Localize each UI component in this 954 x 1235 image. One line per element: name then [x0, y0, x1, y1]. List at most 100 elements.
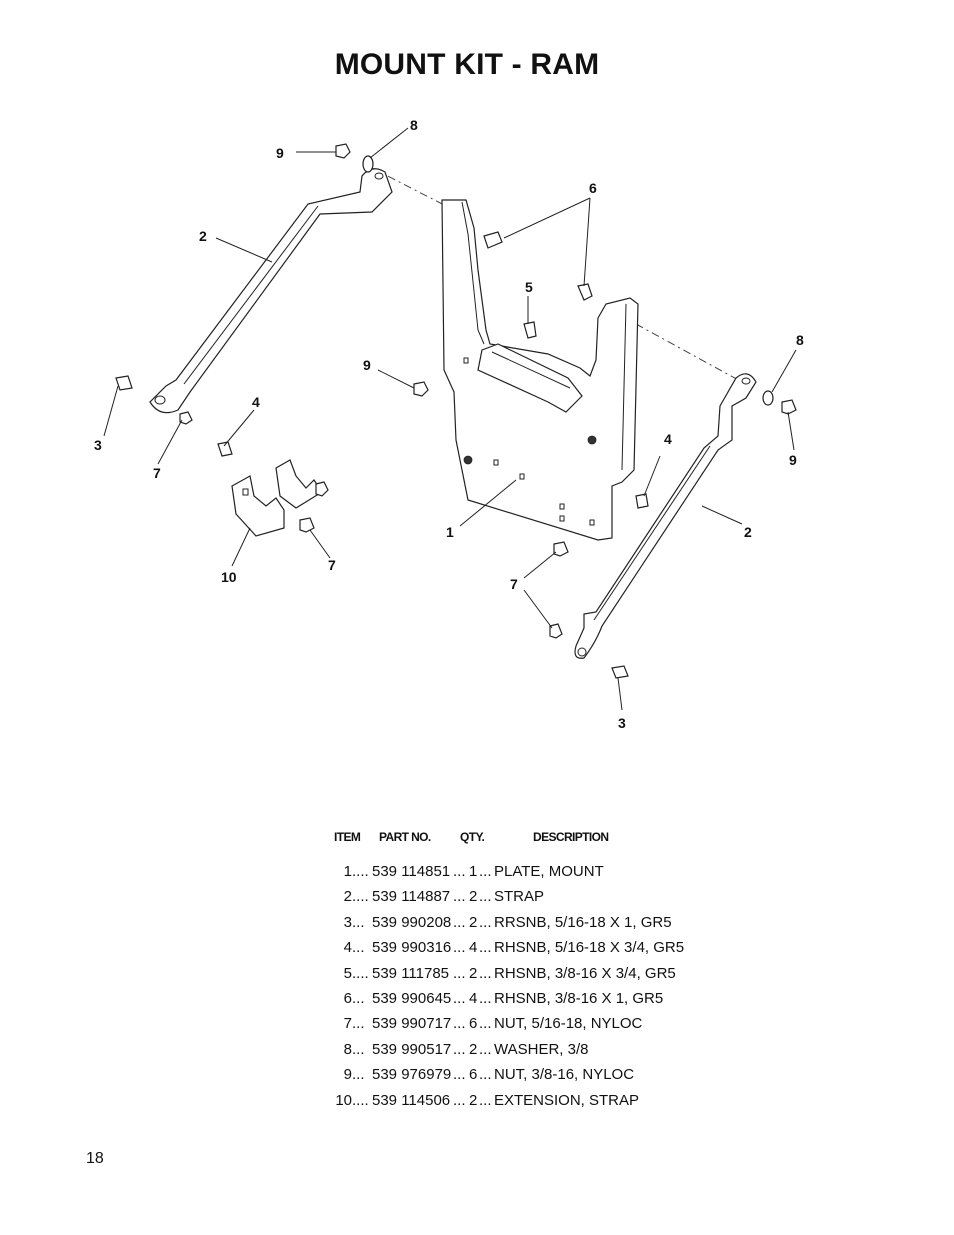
callout-label: 10 [221, 569, 237, 585]
leader-dots: ... [479, 1015, 492, 1033]
leader-dots: ... [479, 939, 492, 957]
item-number: 6 [343, 989, 352, 1007]
strap-extension-part [231, 459, 323, 537]
table-row: 1....539 114851...1...PLATE, MOUNT [332, 863, 752, 888]
leader-dots: ... [453, 913, 466, 931]
callout-label: 5 [525, 279, 533, 295]
item-number: 2 [343, 888, 352, 906]
description: RHSNB, 5/16-18 X 3/4, GR5 [494, 939, 685, 957]
quantity: 2 [469, 1091, 478, 1109]
quantity: 2 [469, 964, 478, 982]
callout-leader-lines [103, 127, 797, 711]
leader-dots: ... [453, 1040, 466, 1058]
callout-label: 7 [328, 557, 336, 573]
hardware-fasteners [115, 143, 797, 679]
callout-label: 9 [789, 452, 797, 468]
leader-dots: ... [352, 913, 365, 931]
item-number: 9 [343, 1066, 352, 1084]
item-number: 10 [335, 1091, 352, 1109]
description: RRSNB, 5/16-18 X 1, GR5 [494, 913, 672, 931]
leader-dots: ... [479, 989, 492, 1007]
part-number: 539 990717 [372, 1015, 452, 1033]
callout-label: 8 [410, 117, 418, 133]
description: NUT, 5/16-18, NYLOC [494, 1015, 643, 1033]
table-row: 8...539 990517...2...WASHER, 3/8 [332, 1041, 752, 1066]
callout-label: 7 [153, 465, 161, 481]
part-number: 539 114506 [372, 1091, 451, 1109]
leader-dots: ... [352, 939, 365, 957]
leader-dots: ... [479, 1040, 492, 1058]
table-row: 4...539 990316...4...RHSNB, 5/16-18 X 3/… [332, 939, 752, 964]
leader-dots: .... [352, 964, 369, 982]
leader-dots: ... [352, 1015, 365, 1033]
table-row: 10....539 114506...2...EXTENSION, STRAP [332, 1092, 752, 1117]
exploded-parts-diagram: 8 9 6 2 5 9 8 3 7 4 4 9 1 2 10 7 7 3 [94, 117, 804, 731]
leader-dots: ... [453, 1066, 466, 1084]
leader-dots: ... [479, 888, 492, 906]
item-number: 4 [343, 939, 352, 957]
callout-label: 6 [589, 180, 597, 196]
quantity: 2 [469, 888, 478, 906]
leader-dots: ... [453, 989, 466, 1007]
item-number: 5 [343, 964, 352, 982]
column-header-description: DESCRIPTION [533, 830, 609, 844]
leader-dots: ... [352, 989, 365, 1007]
quantity: 1 [469, 863, 478, 880]
mount-plate-part [441, 199, 639, 541]
page-title: MOUNT KIT - RAM [334, 48, 600, 81]
column-header-part-no: PART NO. [379, 830, 431, 844]
assembly-line-right [635, 323, 743, 383]
page-number: 18 [86, 1150, 104, 1167]
item-number: 8 [343, 1040, 352, 1058]
item-number: 1 [343, 863, 352, 880]
quantity: 6 [469, 1015, 478, 1033]
table-row: 9...539 976979...6...NUT, 3/8-16, NYLOC [332, 1066, 752, 1091]
leader-dots: ... [352, 1040, 365, 1058]
right-strap-part [574, 373, 757, 659]
leader-dots: ... [453, 888, 466, 906]
leader-dots: .... [352, 1091, 369, 1109]
callout-label: 2 [744, 524, 752, 540]
assembly-line-upper [371, 167, 451, 209]
leader-dots: ... [453, 964, 466, 982]
callout-label: 4 [664, 431, 672, 447]
column-header-qty: QTY. [460, 830, 485, 844]
description: NUT, 3/8-16, NYLOC [494, 1066, 635, 1084]
leader-dots: ... [479, 1066, 492, 1084]
description: RHSNB, 3/8-16 X 3/4, GR5 [494, 964, 676, 982]
part-number: 539 990645 [372, 989, 452, 1007]
part-number: 539 114887 [372, 888, 451, 906]
description: STRAP [494, 888, 545, 906]
left-strap-part [149, 168, 393, 414]
leader-dots: .... [352, 888, 369, 906]
description: RHSNB, 3/8-16 X 1, GR5 [494, 989, 664, 1007]
leader-dots: ... [453, 1015, 466, 1033]
callout-label: 3 [618, 715, 626, 731]
callout-label: 2 [199, 228, 207, 244]
part-number: 539 976979 [372, 1066, 452, 1084]
part-number: 539 990517 [372, 1040, 452, 1058]
description: WASHER, 3/8 [494, 1040, 589, 1058]
table-row: 5....539 111785...2...RHSNB, 3/8-16 X 3/… [332, 965, 752, 990]
hardware-bolt-upper-right [483, 231, 593, 339]
part-number: 539 990316 [372, 939, 452, 957]
leader-dots: ... [453, 939, 466, 957]
leader-dots: ... [453, 1091, 466, 1109]
leader-dots: ... [479, 964, 492, 982]
callout-label: 4 [252, 394, 260, 410]
callout-label: 3 [94, 437, 102, 453]
callout-label: 1 [446, 524, 454, 540]
quantity: 4 [469, 989, 478, 1007]
leader-dots: .... [352, 863, 369, 880]
table-row: 7...539 990717...6...NUT, 5/16-18, NYLOC [332, 1015, 752, 1040]
leader-dots: ... [453, 863, 466, 880]
quantity: 2 [469, 1040, 478, 1058]
part-number: 539 111785 [372, 964, 450, 982]
leader-dots: ... [479, 863, 492, 880]
quantity: 4 [469, 939, 478, 957]
column-header-item: ITEM [334, 830, 361, 844]
callout-label: 8 [796, 332, 804, 348]
item-number: 7 [343, 1015, 352, 1033]
part-number: 539 990208 [372, 913, 452, 931]
